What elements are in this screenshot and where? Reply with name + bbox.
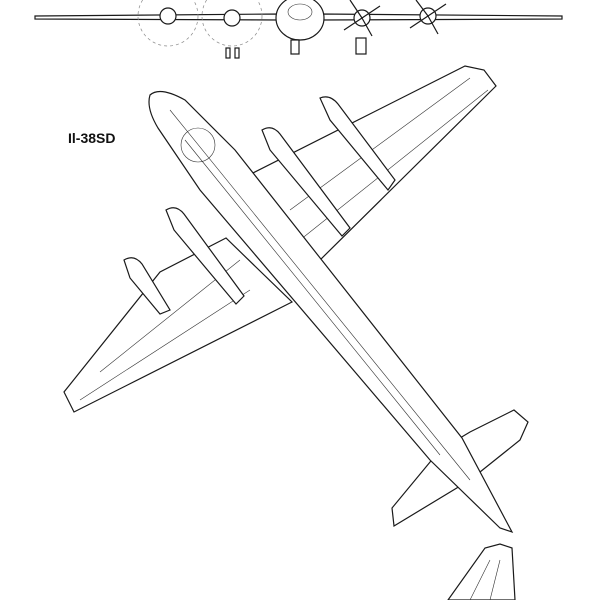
side-view-tail <box>447 543 516 600</box>
front-view <box>34 0 563 59</box>
aircraft-designation-label: Il-38SD <box>68 130 116 146</box>
plan-view <box>63 65 529 534</box>
